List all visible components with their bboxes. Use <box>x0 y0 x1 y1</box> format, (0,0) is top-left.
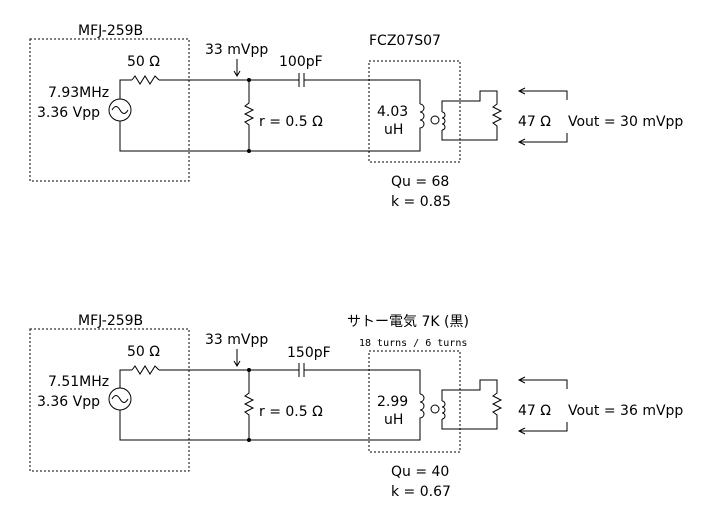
generator-box <box>29 328 190 472</box>
load-resistor-label: 47 Ω <box>518 403 551 419</box>
probe-voltage: 33 mVpp <box>205 42 268 58</box>
inductance-unit: uH <box>384 412 403 428</box>
inductance-value: 2.99 <box>377 394 408 410</box>
arrow-icon <box>517 87 568 100</box>
core-box <box>368 60 461 163</box>
source-voltage: 3.36 Vpp <box>37 394 100 410</box>
output-voltage: Vout = 36 mVpp <box>568 403 683 419</box>
secondary-coil-icon <box>441 111 446 131</box>
ac-source-icon <box>108 387 132 411</box>
primary-coil-icon <box>249 103 425 152</box>
generator-box <box>29 38 190 182</box>
generator-box-label: MFJ-259B <box>78 313 143 329</box>
inductance-unit: uH <box>384 122 403 138</box>
core-title: サトー電気 7K (黒) <box>347 314 469 330</box>
primary-coil-icon <box>249 393 425 441</box>
wire <box>119 79 132 99</box>
output-voltage: Vout = 30 mVpp <box>568 114 683 130</box>
core-box <box>368 350 461 453</box>
capacitor-label: 100pF <box>279 54 323 70</box>
shunt-resistor-icon <box>243 370 255 440</box>
secondary-coil-icon <box>441 400 446 420</box>
coupling-coefficient: k = 0.85 <box>391 194 451 210</box>
unloaded-q: Qu = 68 <box>391 174 449 190</box>
capacitor-icon <box>249 73 421 104</box>
probe-arrow-icon <box>233 59 241 77</box>
winding-turns: 18 turns / 6 turns <box>359 338 467 349</box>
source-resistor-icon <box>131 75 160 85</box>
circuit-1: MFJ-259B 7.93MHz 3.36 Vpp 50 Ω 33 mVpp r… <box>29 23 683 210</box>
coupling-coefficient: k = 0.67 <box>391 484 451 500</box>
capacitor-label: 150pF <box>287 345 331 361</box>
source-frequency: 7.93MHz <box>48 85 109 101</box>
source-resistor-label: 50 Ω <box>127 54 160 70</box>
load-resistor-icon <box>491 390 503 422</box>
load-resistor-icon <box>491 101 503 133</box>
source-frequency: 7.51MHz <box>48 374 109 390</box>
arrow-icon <box>517 376 568 389</box>
wire <box>119 369 132 388</box>
circuit-2: MFJ-259B 7.51MHz 3.36 Vpp 50 Ω 33 mVpp r… <box>29 313 683 500</box>
source-voltage: 3.36 Vpp <box>37 105 100 121</box>
probe-arrow-icon <box>233 349 241 367</box>
arrow-icon <box>517 133 568 146</box>
unloaded-q: Qu = 40 <box>391 464 449 480</box>
wire <box>441 90 498 141</box>
inductance-value: 4.03 <box>377 104 408 120</box>
source-resistor-icon <box>131 365 160 375</box>
core-title: FCZ07S07 <box>369 33 441 49</box>
wire <box>119 410 249 441</box>
capacitor-icon <box>249 363 421 394</box>
ferrite-core-icon <box>430 404 440 414</box>
probe-voltage: 33 mVpp <box>205 332 268 348</box>
shunt-resistor-label: r = 0.5 Ω <box>259 114 323 130</box>
wire <box>441 379 498 430</box>
wire <box>119 121 249 152</box>
shunt-resistor-label: r = 0.5 Ω <box>259 404 323 420</box>
arrow-icon <box>517 422 568 435</box>
ferrite-core-icon <box>430 115 440 125</box>
shunt-resistor-icon <box>243 80 255 151</box>
ac-source-icon <box>108 98 132 122</box>
source-resistor-label: 50 Ω <box>127 344 160 360</box>
load-resistor-label: 47 Ω <box>518 114 551 130</box>
generator-box-label: MFJ-259B <box>78 23 143 39</box>
